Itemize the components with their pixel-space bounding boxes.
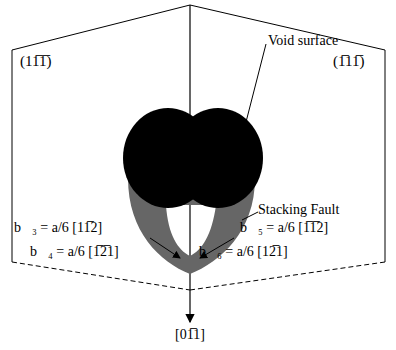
plane-label: (1̅11̅) <box>333 53 364 70</box>
direction-label: [01̅1] <box>175 327 205 343</box>
leader-line <box>242 212 258 220</box>
burgers-arrow <box>150 238 180 258</box>
burgers-vector: b⃗₆ = a/6 [12̅1] <box>199 244 288 260</box>
plane-label: (11̅1̅) <box>20 53 51 70</box>
burgers-vector: b⃗₃ = a/6 [11̅2] <box>14 220 102 236</box>
burgers-vector: b⃗₅ = a/6 [1̅1̅2] <box>240 220 328 236</box>
burgers-vector: b⃗₄ = a/6 [1̅2̅1] <box>30 244 119 260</box>
leader-line <box>246 44 266 122</box>
callout-label: Void surface <box>268 33 338 49</box>
void-lobe <box>173 108 263 208</box>
callout-label: Stacking Fault <box>258 202 339 218</box>
